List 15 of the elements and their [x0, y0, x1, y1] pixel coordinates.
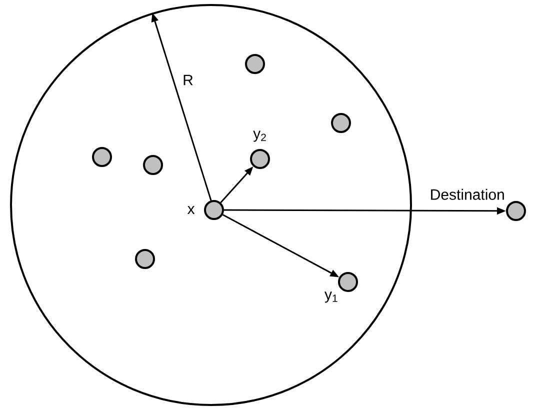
point-dot	[331, 113, 351, 133]
boundary-circle	[10, 4, 412, 406]
point-dot	[135, 249, 155, 269]
point-dot	[338, 272, 358, 292]
point-dot	[204, 200, 224, 220]
point-dot	[143, 155, 163, 175]
point-dot	[250, 149, 270, 169]
point-dot	[245, 54, 265, 74]
point-label: y$_{1}$	[324, 292, 338, 303]
point-dot	[92, 147, 112, 167]
edge-label: R	[182, 74, 194, 86]
point-label: x	[187, 206, 195, 214]
point-label: y$_{2}$	[253, 130, 266, 142]
point-label: Destination	[431, 188, 504, 200]
point-dot	[506, 201, 526, 221]
